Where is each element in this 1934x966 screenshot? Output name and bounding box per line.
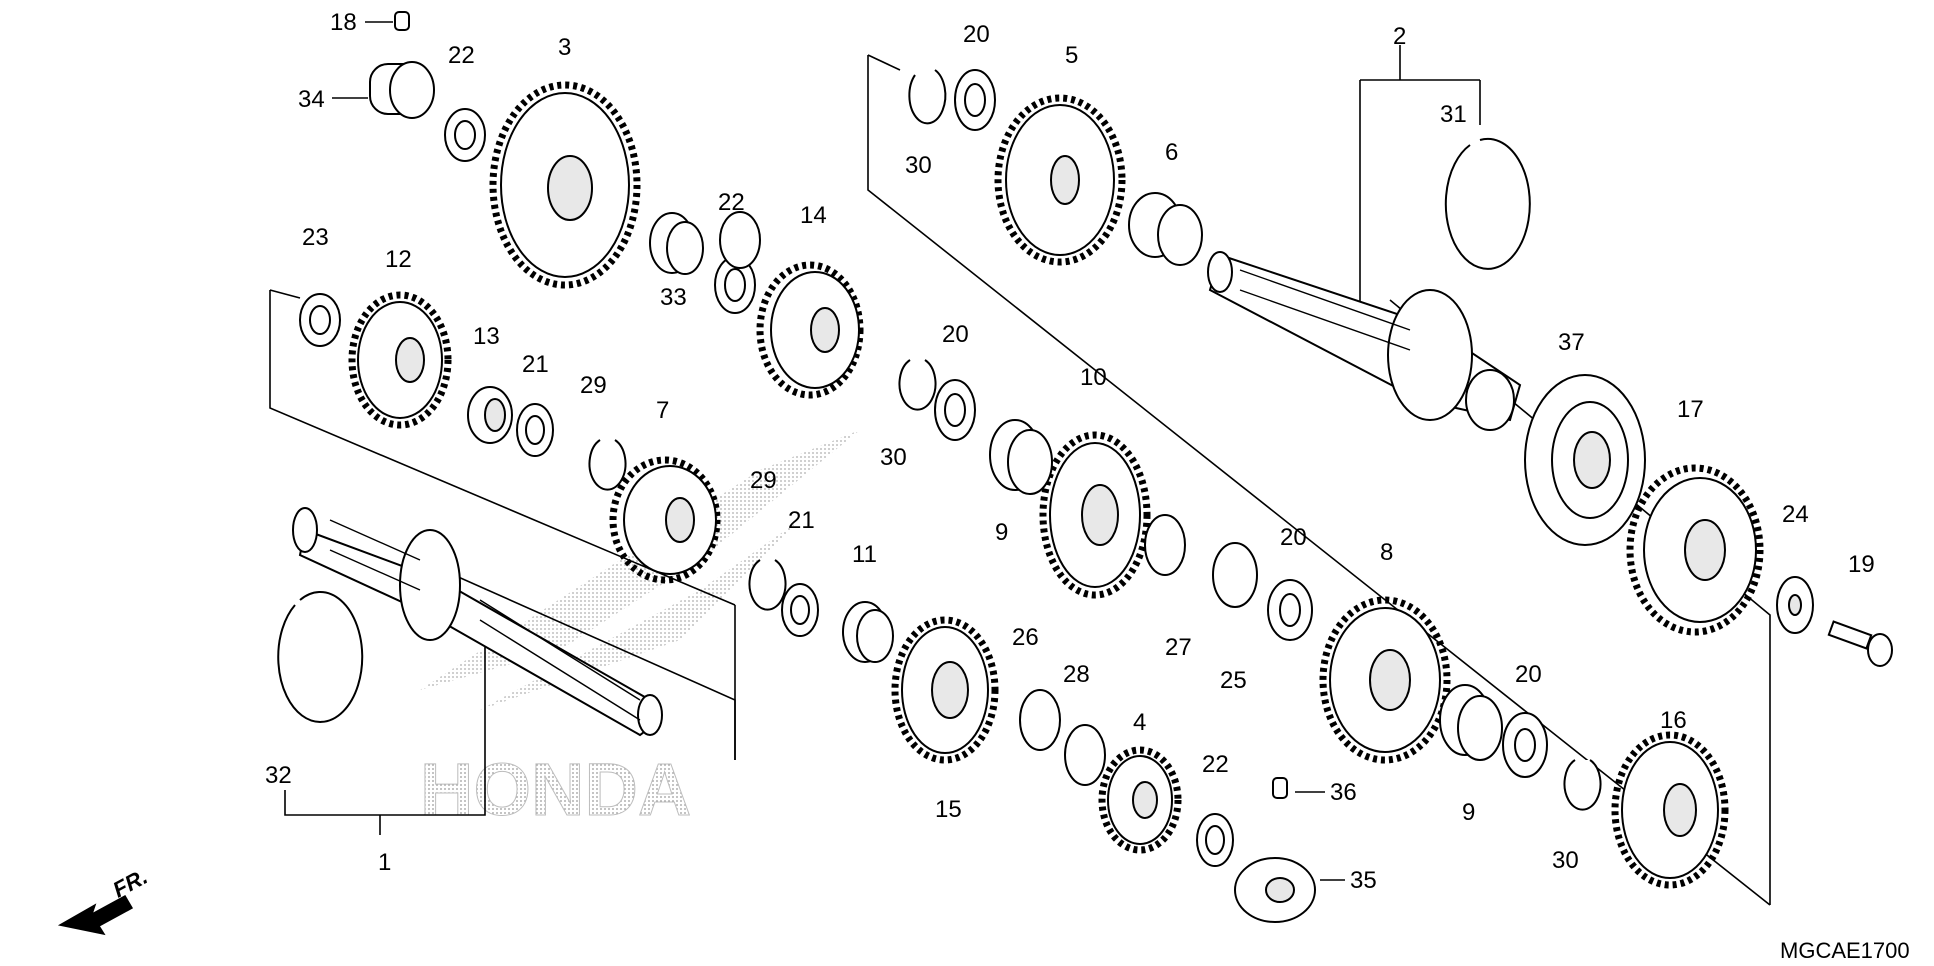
callout-33: 33 (660, 284, 687, 311)
callout-36: 36 (1330, 779, 1357, 806)
sprocket-17 (1626, 464, 1764, 636)
callout-29b: 29 (750, 467, 777, 494)
bushing-13 (467, 386, 513, 444)
callout-21a: 21 (522, 351, 549, 378)
callout-22c: 22 (1202, 751, 1229, 778)
needle-bearing-9b (1439, 684, 1503, 761)
gear-12 (348, 291, 452, 429)
callout-20b: 20 (942, 321, 969, 348)
callout-35: 35 (1350, 867, 1377, 894)
gear-14 (756, 261, 864, 399)
callout-34: 34 (298, 86, 325, 113)
callout-32: 32 (265, 762, 292, 789)
front-label: FR. (109, 864, 152, 903)
dowel-36 (1272, 777, 1288, 799)
callout-22a: 22 (448, 42, 475, 69)
front-direction-arrow: FR. (57, 864, 152, 936)
bushing-34 (369, 61, 435, 119)
callout-15: 15 (935, 796, 962, 823)
callout-7: 7 (656, 397, 669, 424)
callout-20a: 20 (963, 21, 990, 48)
bearing-35 (1234, 857, 1316, 923)
callout-30c: 30 (1552, 847, 1579, 874)
callout-11: 11 (852, 541, 877, 568)
watermark-text: HONDA (420, 748, 691, 831)
gear-5 (994, 94, 1126, 266)
callout-22b: 22 (718, 189, 745, 216)
dowel-18 (394, 11, 410, 31)
bolt-19 (1827, 620, 1893, 667)
gear-8 (1319, 596, 1451, 764)
callout-9a: 9 (995, 519, 1008, 546)
callout-6: 6 (1165, 139, 1178, 166)
callouts: 1 2 3 4 5 6 7 8 9 9 10 11 12 13 14 15 16… (265, 9, 1875, 894)
callout-20d: 20 (1515, 661, 1542, 688)
callout-4: 4 (1133, 709, 1146, 736)
assembly-lines (269, 45, 1771, 906)
callout-18: 18 (330, 9, 357, 36)
callout-20c: 20 (1280, 524, 1307, 551)
callout-14: 14 (800, 202, 827, 229)
callout-16: 16 (1660, 707, 1687, 734)
gear-3 (489, 81, 641, 289)
callout-9b: 9 (1462, 799, 1475, 826)
needle-bearing-9a (989, 419, 1053, 495)
gear-15 (891, 616, 999, 764)
needle-bearing-33 (649, 212, 704, 275)
bushing-6 (1128, 192, 1203, 266)
callout-23: 23 (302, 224, 329, 251)
callout-26: 26 (1012, 624, 1039, 651)
callout-21b: 21 (788, 507, 815, 534)
callout-29a: 29 (580, 372, 607, 399)
gear-4 (1098, 746, 1182, 854)
callout-31: 31 (1440, 101, 1467, 128)
callout-3: 3 (558, 34, 571, 61)
callout-8: 8 (1380, 539, 1393, 566)
gear-7 (609, 456, 721, 584)
callout-30b: 30 (880, 444, 907, 471)
needle-bearing-11 (842, 601, 894, 663)
countershaft (1207, 251, 1522, 431)
callout-19: 19 (1848, 551, 1875, 578)
callout-27: 27 (1165, 634, 1192, 661)
callout-17: 17 (1677, 396, 1704, 423)
callout-30a: 30 (905, 152, 932, 179)
arrow-icon (57, 894, 134, 936)
callout-1: 1 (378, 849, 391, 876)
bearing-37 (1524, 374, 1646, 546)
gear-10 (1039, 431, 1151, 599)
callout-28: 28 (1063, 661, 1090, 688)
washers-and-clips (277, 69, 1814, 867)
mainshaft (292, 507, 663, 737)
callout-25: 25 (1220, 667, 1247, 694)
callout-13: 13 (473, 323, 500, 350)
callout-24: 24 (1782, 501, 1809, 528)
callout-37: 37 (1558, 329, 1585, 356)
callout-12: 12 (385, 246, 412, 273)
callout-5: 5 (1065, 42, 1078, 69)
callout-10: 10 (1080, 364, 1107, 391)
leader-lines (332, 21, 1345, 881)
gear-16 (1611, 731, 1729, 889)
diagram-code: MGCAE1700 (1780, 938, 1910, 963)
callout-2: 2 (1393, 23, 1406, 50)
